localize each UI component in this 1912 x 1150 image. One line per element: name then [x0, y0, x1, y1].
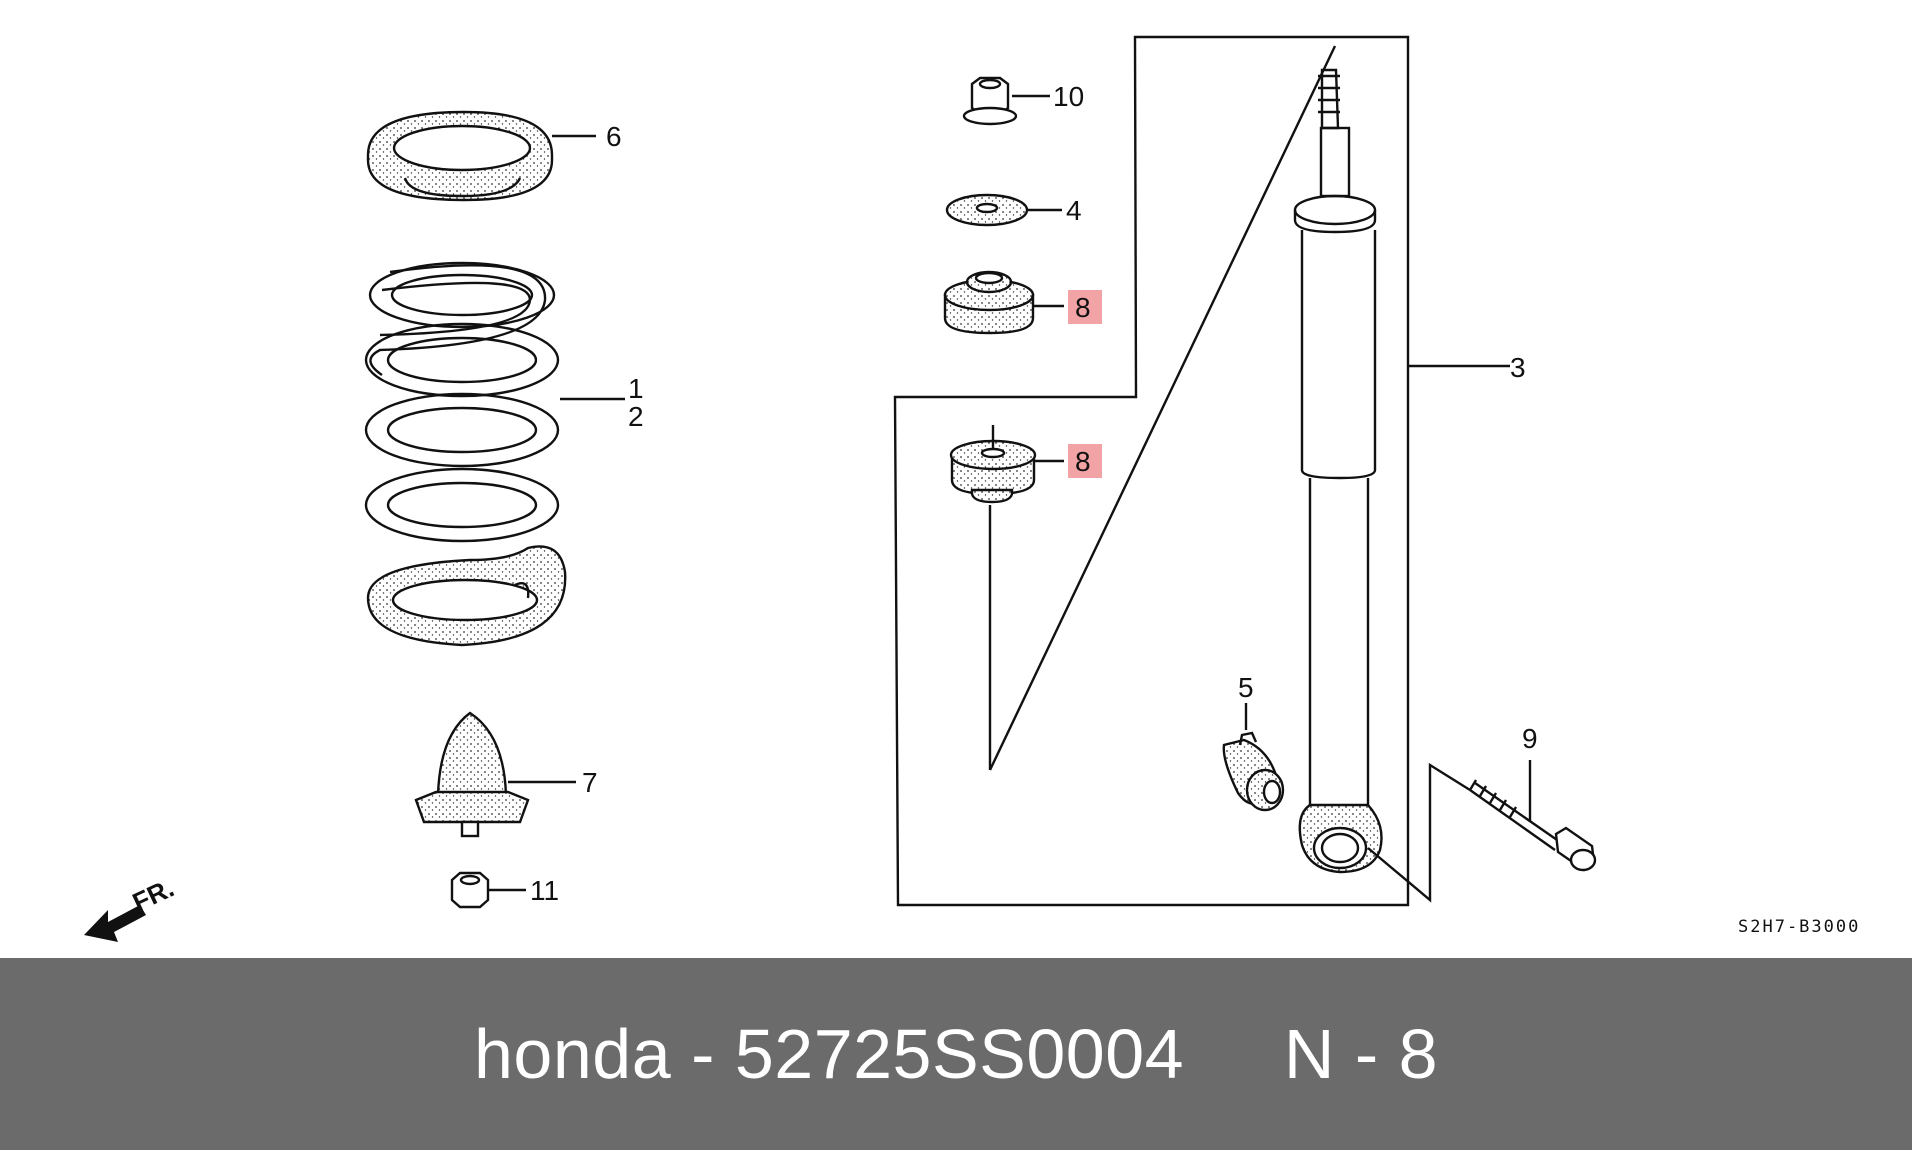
nut-part-11 [450, 871, 526, 909]
flange-nut-part-10 [962, 76, 1050, 126]
callout-5: 5 [1238, 672, 1254, 703]
front-direction-arrow [84, 905, 146, 942]
callout-1: 1 [628, 373, 644, 404]
drawing-code: S2H7-B3000 [1738, 917, 1860, 937]
washer-part-4 [945, 193, 1062, 227]
bump-stop-part-7 [414, 711, 576, 838]
callout-10: 10 [1053, 81, 1084, 112]
callout-11: 11 [530, 875, 559, 906]
bushing-part-8-upper [943, 270, 1064, 335]
assembly-bracket-outline [893, 35, 1410, 907]
part-caption: honda - 52725SS0004 N - 8 [473, 1015, 1439, 1093]
callout-6: 6 [606, 121, 622, 152]
bushing-part-8-lower [949, 425, 1064, 770]
caption-bar: honda - 52725SS0004 N - 8 [0, 958, 1912, 1150]
coil-spring-part-1-2 [364, 261, 625, 647]
callout-3: 3 [1510, 352, 1526, 383]
bolt-part-9 [1367, 760, 1597, 903]
callout-highlight-8-upper [1068, 290, 1102, 324]
spring-seat-part-6 [366, 110, 596, 202]
callout-2: 2 [628, 401, 644, 432]
callout-highlight-8-lower [1068, 444, 1102, 478]
callout-8-lower: 8 [1075, 446, 1091, 477]
parts-diagram: 6 1 2 7 11 10 4 8 8 3 5 9 FR. S2H7-B3000 [84, 35, 1860, 942]
callout-8-upper: 8 [1075, 292, 1091, 323]
callout-7: 7 [582, 767, 598, 798]
callout-4: 4 [1066, 195, 1082, 226]
callout-9: 9 [1522, 723, 1538, 754]
bushing-part-5 [1222, 703, 1285, 812]
shock-absorber-part-3 [1293, 68, 1510, 874]
